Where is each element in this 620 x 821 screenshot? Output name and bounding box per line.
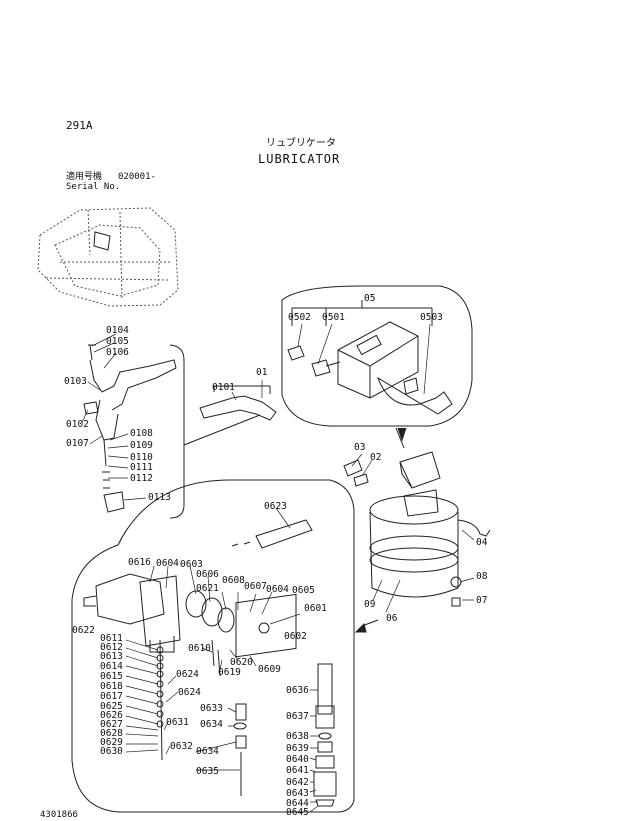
label-0105: 0105	[106, 336, 129, 347]
label-0617: 0617	[100, 691, 123, 702]
label-06: 06	[386, 613, 398, 624]
label-0606: 0606	[196, 569, 219, 580]
label-0110: 0110	[130, 452, 153, 463]
label-0640: 0640	[286, 754, 309, 765]
label-0609: 0609	[258, 664, 281, 675]
label-0101: 0101	[212, 382, 235, 393]
label-0634-a: 0634	[200, 719, 223, 730]
label-0624-b: 0624	[178, 687, 201, 698]
title-english: LUBRICATOR	[258, 152, 341, 166]
serial-label: Serial No.	[66, 182, 121, 192]
label-0638: 0638	[286, 731, 309, 742]
label-0503: 0503	[420, 312, 443, 323]
label-0613: 0613	[100, 651, 123, 662]
label-0628: 0628	[100, 728, 123, 739]
label-0634-b: 0634	[196, 746, 219, 757]
label-0602: 0602	[284, 631, 307, 642]
label-0102: 0102	[66, 419, 89, 430]
label-assembly-05: 05	[364, 293, 376, 304]
main-lubricator-unit	[343, 427, 491, 607]
label-0604-a: 0604	[156, 558, 179, 569]
label-03: 03	[354, 442, 366, 453]
label-07: 07	[476, 595, 488, 606]
label-0107: 0107	[66, 438, 89, 449]
label-0623: 0623	[264, 501, 287, 512]
label-0608: 0608	[222, 575, 245, 586]
hose-assembly-01	[199, 385, 277, 421]
lower-detail-enclosure	[71, 479, 355, 813]
label-0631: 0631	[166, 717, 189, 728]
label-0621: 0621	[196, 583, 219, 594]
label-0625: 0625	[100, 701, 123, 712]
label-0619: 0619	[218, 667, 241, 678]
label-0618: 0618	[100, 681, 123, 692]
label-0607: 0607	[244, 581, 267, 592]
applicable-label: 適用号機	[66, 172, 103, 182]
label-0113: 0113	[148, 492, 171, 503]
label-0644: 0644	[286, 798, 309, 809]
label-04: 04	[476, 537, 488, 548]
label-0614: 0614	[100, 661, 123, 672]
label-0111: 0111	[130, 462, 153, 473]
label-09: 09	[364, 599, 376, 610]
label-0632: 0632	[170, 741, 193, 752]
page-code: 291A	[66, 119, 93, 132]
serial-value: 020001-	[118, 172, 156, 182]
label-0502: 0502	[288, 312, 311, 323]
label-0108: 0108	[130, 428, 153, 439]
handle-leader	[183, 414, 261, 446]
label-0641: 0641	[286, 765, 309, 776]
enclosure-arrowhead	[354, 623, 367, 633]
label-0630: 0630	[100, 746, 123, 757]
label-0501: 0501	[322, 312, 345, 323]
label-0622: 0622	[72, 625, 95, 636]
label-0603: 0603	[180, 559, 203, 570]
label-0636: 0636	[286, 685, 309, 696]
label-0106: 0106	[106, 347, 129, 358]
label-0610: 0610	[188, 643, 211, 654]
label-0612: 0612	[100, 642, 123, 653]
label-08: 08	[476, 571, 488, 582]
label-0627: 0627	[100, 719, 123, 730]
label-0637: 0637	[286, 711, 309, 722]
label-0645: 0645	[286, 807, 309, 818]
label-0103: 0103	[64, 376, 87, 387]
label-0604-b: 0604	[266, 584, 289, 595]
leader-lines	[81, 323, 475, 813]
detail-05-balloon	[281, 285, 473, 442]
handle-assembly	[83, 344, 177, 513]
label-0626: 0626	[100, 710, 123, 721]
label-0629: 0629	[100, 737, 123, 748]
label-02: 02	[370, 452, 382, 463]
label-0104: 0104	[106, 325, 129, 336]
label-assembly-01: 01	[256, 367, 268, 378]
label-0643: 0643	[286, 788, 309, 799]
label-0642: 0642	[286, 777, 309, 788]
drawing-number: 4301866	[40, 810, 78, 820]
label-0616: 0616	[128, 557, 151, 568]
label-0112: 0112	[130, 473, 153, 484]
label-0635: 0635	[196, 766, 219, 777]
label-0620: 0620	[230, 657, 253, 668]
label-0109: 0109	[130, 440, 153, 451]
label-0615: 0615	[100, 671, 123, 682]
label-0605: 0605	[292, 585, 315, 596]
title-japanese: リュブリケータ	[266, 138, 336, 149]
label-0624-a: 0624	[176, 669, 199, 680]
machine-overview-sketch	[37, 207, 179, 307]
label-0601: 0601	[304, 603, 327, 614]
label-0633: 0633	[200, 703, 223, 714]
handle-group-bracket	[169, 344, 185, 519]
label-0611: 0611	[100, 633, 123, 644]
label-0639: 0639	[286, 743, 309, 754]
pump-group	[83, 519, 337, 807]
